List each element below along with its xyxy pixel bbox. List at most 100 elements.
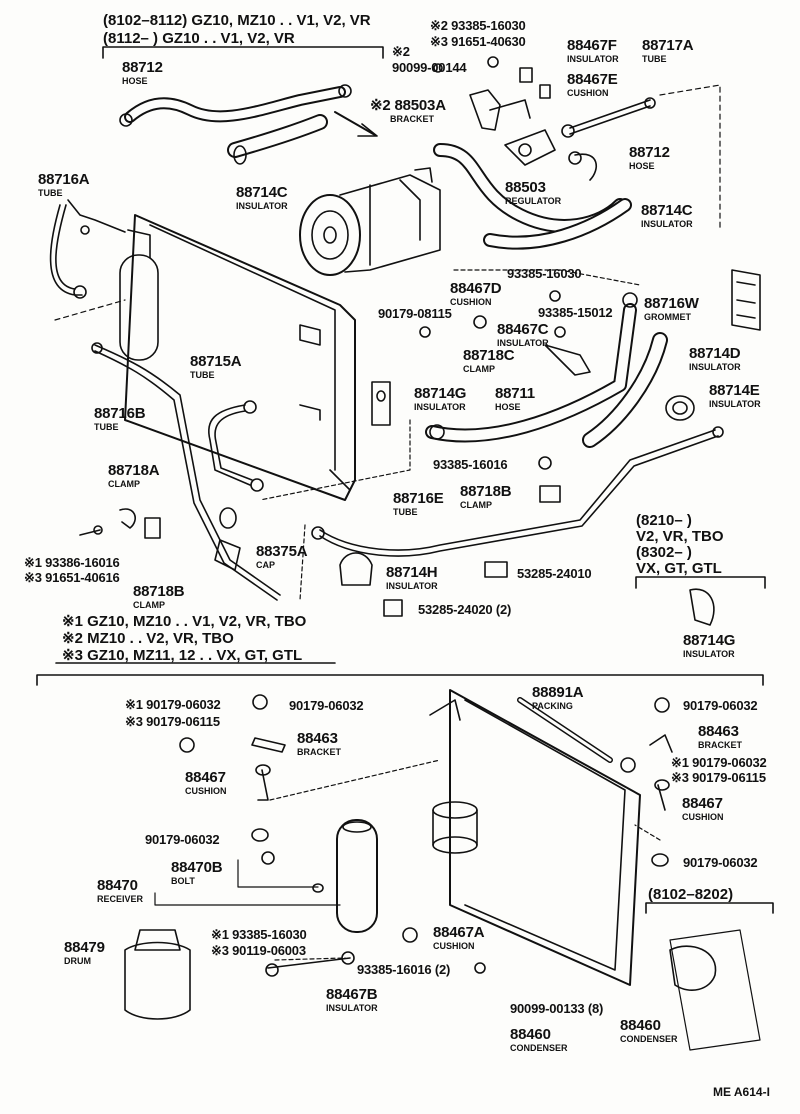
part-desc: INSULATOR bbox=[414, 402, 466, 412]
part-label: ※3 90119-06003 bbox=[211, 943, 306, 958]
part-label: ※3 90179-06115 bbox=[125, 714, 220, 729]
part-desc: INSULATOR bbox=[689, 362, 741, 372]
part-desc: BOLT bbox=[171, 876, 195, 886]
part-label: ※1 93386-16016 bbox=[24, 555, 120, 570]
part-label: ※2 93385-16030 bbox=[430, 18, 526, 33]
part-label: 88717A bbox=[642, 37, 694, 54]
figure-code: ME A614-I bbox=[713, 1085, 770, 1099]
note-1: ※1 GZ10, MZ10 . . V1, V2, VR, TBO bbox=[62, 613, 307, 630]
part-label: ※2 88503A bbox=[370, 97, 446, 114]
part-label: 88460 bbox=[620, 1017, 661, 1034]
part-label: 88467E bbox=[567, 71, 618, 88]
part-label: 88467F bbox=[567, 37, 617, 54]
part-label: 88718C bbox=[463, 347, 515, 364]
part-desc: BRACKET bbox=[297, 747, 341, 757]
part-desc: INSULATOR bbox=[326, 1003, 378, 1013]
part-label: 88467 bbox=[682, 795, 723, 812]
part-label: 93385-16016 (2) bbox=[357, 962, 451, 977]
part-desc: INSULATOR bbox=[386, 581, 438, 591]
part-label: 88714G bbox=[683, 632, 736, 649]
part-label: ※1 90179-06032 bbox=[671, 755, 767, 770]
part-label: 88714D bbox=[689, 345, 741, 362]
part-desc: HOSE bbox=[629, 161, 655, 171]
part-desc: CUSHION bbox=[185, 786, 227, 796]
part-label: 90179-06032 bbox=[289, 698, 364, 713]
part-desc: TUBE bbox=[190, 370, 215, 380]
part-label: 88467C bbox=[497, 321, 549, 338]
part-desc: INSULATOR bbox=[497, 338, 549, 348]
part-label: 88715A bbox=[190, 353, 242, 370]
part-label: 90099-00144 bbox=[392, 60, 467, 75]
part-desc: CUSHION bbox=[682, 812, 724, 822]
part-label: 88716E bbox=[393, 490, 444, 507]
part-label: 88712 bbox=[629, 144, 670, 161]
part-desc: TUBE bbox=[642, 54, 667, 64]
part-label: 88467A bbox=[433, 924, 485, 941]
variant-box-line-4: VX, GT, GTL bbox=[636, 560, 722, 577]
part-desc: RECEIVER bbox=[97, 894, 144, 904]
part-label: 90179-08115 bbox=[378, 306, 452, 321]
part-label: 88470B bbox=[171, 859, 223, 876]
part-label: 88714H bbox=[386, 564, 438, 581]
part-label: 88470 bbox=[97, 877, 138, 894]
part-label: 90179-06032 bbox=[683, 698, 758, 713]
part-desc: HOSE bbox=[122, 76, 148, 86]
part-label: ※1 90179-06032 bbox=[125, 697, 221, 712]
part-label: 88712 bbox=[122, 59, 163, 76]
part-desc: DRUM bbox=[64, 956, 91, 966]
note-3: ※3 GZ10, MZ11, 12 . . VX, GT, GTL bbox=[62, 647, 303, 664]
compressor-drawing bbox=[299, 167, 441, 276]
part-label: 88716W bbox=[644, 295, 699, 312]
part-desc: TUBE bbox=[94, 422, 119, 432]
part-label: ※3 91651-40616 bbox=[24, 570, 120, 585]
part-label: 90179-06032 bbox=[145, 832, 220, 847]
part-label: 88714E bbox=[709, 382, 760, 399]
part-desc: CUSHION bbox=[450, 297, 492, 307]
part-desc: CLAMP bbox=[460, 500, 492, 510]
part-desc: CAP bbox=[256, 560, 276, 570]
note-2: ※2 MZ10 . . V2, VR, TBO bbox=[62, 630, 234, 647]
part-desc: HOSE bbox=[495, 402, 521, 412]
part-desc: CLAMP bbox=[133, 600, 165, 610]
condenser-upper-drawing bbox=[124, 214, 356, 501]
detail-box-title: (8102–8202) bbox=[648, 886, 734, 903]
part-label: 53285-24010 bbox=[517, 566, 592, 581]
part-label: 93385-16030 bbox=[507, 266, 582, 281]
part-label: 88891A bbox=[532, 684, 584, 701]
part-desc: BRACKET bbox=[390, 114, 434, 124]
part-desc: GROMMET bbox=[644, 312, 691, 322]
part-label: 88714G bbox=[414, 385, 467, 402]
part-label: 88463 bbox=[297, 730, 338, 747]
part-desc: INSULATOR bbox=[236, 201, 288, 211]
hose-88712-drawing bbox=[119, 84, 352, 127]
part-label: 88711 bbox=[495, 385, 535, 402]
part-desc: CUSHION bbox=[433, 941, 475, 951]
part-desc: TUBE bbox=[38, 188, 63, 198]
part-label: 88479 bbox=[64, 939, 105, 956]
part-label: 88467B bbox=[326, 986, 378, 1003]
part-label: 90179-06032 bbox=[683, 855, 758, 870]
part-label: 88467 bbox=[185, 769, 226, 786]
part-label: 88503 bbox=[505, 179, 546, 196]
part-label: 93385-15012 bbox=[538, 305, 613, 320]
variant-box-line-3: (8302– ) bbox=[636, 544, 692, 561]
part-label: 93385-16016 bbox=[433, 457, 508, 472]
part-label: 88714C bbox=[641, 202, 693, 219]
part-desc: INSULATOR bbox=[683, 649, 735, 659]
part-desc: CUSHION bbox=[567, 88, 609, 98]
part-label: 88716A bbox=[38, 171, 90, 188]
header-line-1: (8102–8112) GZ10, MZ10 . . V1, V2, VR bbox=[103, 12, 371, 29]
header-line-2: (8112– ) GZ10 . . V1, V2, VR bbox=[103, 30, 295, 47]
part-label: ※2 bbox=[392, 44, 410, 59]
part-label: ※1 93385-16030 bbox=[211, 927, 307, 942]
variant-box-line-1: (8210– ) bbox=[636, 512, 692, 529]
part-label: 88718B bbox=[133, 583, 185, 600]
part-desc: CONDENSER bbox=[620, 1034, 678, 1044]
part-label: 53285-24020 (2) bbox=[418, 602, 512, 617]
part-label: 88718B bbox=[460, 483, 512, 500]
variant-box-line-2: V2, VR, TBO bbox=[636, 528, 724, 545]
part-label: ※3 90179-06115 bbox=[671, 770, 766, 785]
part-label: ※3 91651-40630 bbox=[430, 34, 526, 49]
